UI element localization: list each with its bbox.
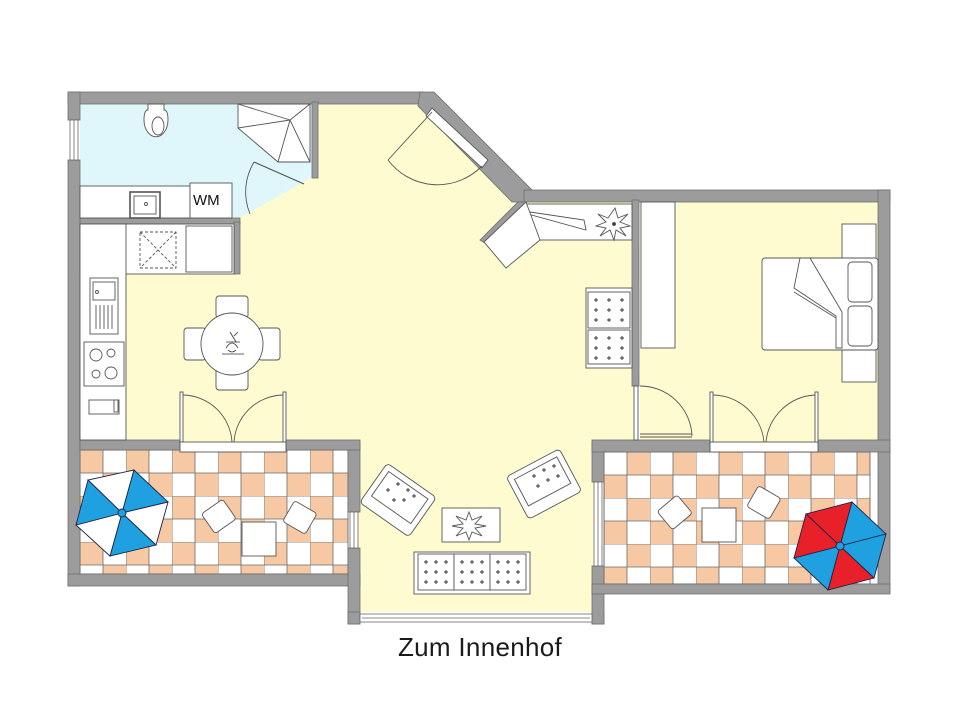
balcony-chair bbox=[657, 495, 692, 530]
kitchen bbox=[79, 223, 235, 441]
balcony-right-furniture bbox=[657, 486, 887, 591]
double-bed bbox=[761, 257, 879, 351]
nightstand bbox=[841, 223, 877, 261]
coffee-table bbox=[441, 507, 501, 543]
fridge bbox=[185, 225, 233, 273]
plant-icon bbox=[451, 510, 487, 542]
entry-cabinet bbox=[483, 201, 541, 269]
windows bbox=[69, 119, 603, 623]
walls bbox=[67, 91, 891, 625]
bedroom-furniture bbox=[640, 201, 879, 383]
umbrella-blue-white-icon bbox=[75, 469, 169, 557]
wall-balcony-right-bottom bbox=[591, 583, 891, 595]
kitchen-sink-icon bbox=[89, 277, 119, 335]
umbrella-red-blue-icon bbox=[793, 501, 887, 591]
wall-bath-right bbox=[311, 101, 319, 179]
wall-interior-left bbox=[79, 439, 181, 451]
dining-table bbox=[200, 312, 264, 376]
dining-set bbox=[183, 295, 281, 391]
corner-shower-icon bbox=[237, 103, 311, 163]
washbasin-icon bbox=[129, 191, 161, 219]
wall-bedroom-divider bbox=[631, 199, 640, 387]
bath-door-leaf[interactable] bbox=[253, 161, 305, 185]
wall-interior-right bbox=[591, 439, 711, 453]
balcony-left-furniture bbox=[75, 469, 317, 557]
french-door-left[interactable] bbox=[179, 391, 287, 453]
orientation-caption: Zum Innenhof bbox=[397, 632, 563, 662]
balcony-chair bbox=[202, 499, 236, 533]
wall-bath-bottom bbox=[79, 217, 241, 225]
entrance-door-leaf[interactable] bbox=[387, 111, 433, 161]
wall-bottom-living bbox=[347, 611, 361, 625]
microwave-icon bbox=[88, 399, 120, 415]
table-decoration-icon bbox=[222, 331, 244, 355]
balcony-table bbox=[701, 507, 737, 543]
washing-machine: WM bbox=[189, 182, 233, 219]
wardrobe bbox=[640, 201, 676, 349]
balcony-chair bbox=[283, 501, 317, 534]
balcony-table bbox=[241, 521, 277, 557]
armchair-left bbox=[360, 464, 436, 536]
french-door-right[interactable] bbox=[709, 391, 819, 453]
entrance-door-opening bbox=[425, 107, 489, 169]
wall-top bbox=[67, 91, 424, 105]
svg-text:WM: WM bbox=[193, 192, 220, 209]
bedroom-door[interactable] bbox=[633, 385, 693, 441]
stove-icon bbox=[83, 341, 125, 387]
toilet-icon bbox=[143, 103, 169, 138]
armchair-right bbox=[507, 449, 581, 519]
bathroom-fixtures: WM bbox=[79, 103, 311, 219]
doors bbox=[179, 107, 819, 453]
wall-top-right bbox=[523, 189, 891, 203]
nightstand bbox=[841, 347, 877, 383]
wall-balcony-left-bottom bbox=[67, 573, 361, 587]
balcony-chair bbox=[747, 486, 781, 519]
plant-icon bbox=[594, 206, 632, 242]
cooktop-top-icon bbox=[139, 231, 177, 269]
